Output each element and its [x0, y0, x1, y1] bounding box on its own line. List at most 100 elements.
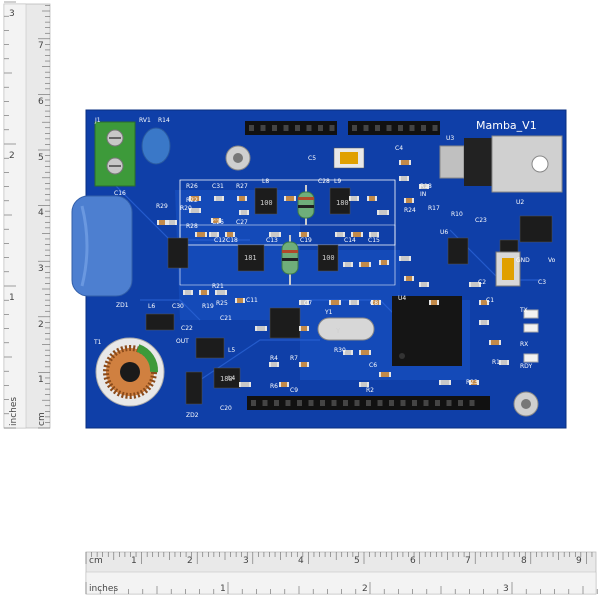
horizontal-ruler-cm-5: 5 — [354, 556, 360, 566]
smd-part — [196, 232, 206, 237]
silkscreen-label: Y1 — [324, 309, 333, 316]
silkscreen-label: C8 — [370, 300, 378, 307]
smd-part — [360, 262, 370, 267]
smd-part — [370, 232, 378, 237]
silkscreen-label: C3 — [538, 279, 546, 286]
silkscreen-label: R17 — [428, 205, 440, 212]
smd-chip — [254, 187, 278, 215]
smd-part — [470, 380, 478, 385]
resistor-1 — [297, 185, 315, 225]
vertical-ruler-inch-3: 3 — [9, 9, 15, 19]
smd-chip — [167, 237, 189, 269]
silkscreen-label: C14 — [344, 237, 356, 244]
silkscreen-label: C26 — [212, 219, 224, 226]
smd-part — [378, 210, 388, 215]
smd-part — [440, 380, 450, 385]
silkscreen-label: U6 — [440, 229, 448, 236]
horizontal-ruler-inch-3: 3 — [503, 584, 509, 594]
chip-marking: 181 — [244, 254, 257, 262]
silkscreen-label: C5 — [308, 155, 316, 162]
smd-part — [300, 362, 308, 367]
silkscreen-label: R23 — [466, 379, 478, 386]
smd-chip — [237, 244, 265, 272]
smd-part — [372, 300, 380, 305]
smd-part — [470, 282, 480, 287]
silkscreen-label: C12 — [214, 237, 226, 244]
smd-part — [400, 256, 410, 261]
silkscreen-label: T1 — [93, 339, 102, 346]
smd-part — [300, 232, 308, 237]
smd-part — [330, 300, 340, 305]
terminal-block — [94, 121, 136, 187]
crystal-marking: Y — [336, 327, 341, 335]
silkscreen-label: R25 — [216, 300, 228, 307]
silkscreen-label: U3 — [446, 135, 454, 142]
silkscreen-label: U2 — [516, 199, 524, 206]
silkscreen-label: U4 — [398, 295, 406, 302]
horizontal-ruler-unit-top: cm — [89, 556, 103, 566]
silkscreen-label: C22 — [181, 325, 193, 332]
silkscreen-label: C31 — [212, 183, 224, 190]
smd-part — [500, 360, 508, 365]
silkscreen-label: ZD2 — [186, 412, 199, 419]
smd-chip — [519, 215, 553, 243]
silkscreen-label: L8 — [262, 178, 269, 185]
smd-part — [480, 320, 488, 325]
silkscreen-label: C21 — [220, 315, 232, 322]
vertical-ruler-unit-top: inches — [9, 397, 19, 426]
silkscreen-label: C9 — [290, 387, 298, 394]
silkscreen-label: C28 — [318, 178, 330, 185]
smd-part — [336, 232, 344, 237]
smd-part — [190, 196, 200, 201]
crystal — [317, 317, 375, 341]
vertical-ruler-cm-4: 4 — [38, 208, 44, 218]
led — [523, 353, 539, 363]
silkscreen-label: R2 — [366, 387, 374, 394]
silkscreen-label: C18 — [226, 237, 238, 244]
voltage-regulator — [439, 135, 563, 193]
smd-part — [300, 326, 308, 331]
board-title: Mamba_V1 — [476, 119, 537, 132]
silkscreen-label: C2 — [478, 279, 486, 286]
smd-part — [380, 260, 388, 265]
silkscreen-label: R28 — [186, 223, 198, 230]
smd-part — [280, 382, 288, 387]
silkscreen-label: C4 — [395, 145, 403, 152]
smd-part — [360, 350, 370, 355]
silkscreen-label: OUT — [176, 338, 189, 345]
horizontal-ruler-cm-1: 1 — [131, 556, 137, 566]
silkscreen-label: Vo — [548, 257, 556, 264]
horizontal-ruler: cm inches 1 2 3 4 5 6 7 8 9 1 2 3 — [85, 551, 598, 595]
silkscreen-label: ZD1 — [116, 302, 129, 309]
vertical-ruler-cm-7: 7 — [38, 41, 44, 51]
smd-part — [400, 160, 410, 165]
silkscreen-label: R19 — [202, 303, 214, 310]
silkscreen-label: L9 — [334, 178, 341, 185]
smd-part — [344, 262, 352, 267]
silkscreen-label: C7 — [304, 300, 312, 307]
horizontal-ruler-cm-4: 4 — [298, 556, 304, 566]
silkscreen-label: C16 — [114, 190, 126, 197]
smd-part — [236, 298, 244, 303]
horizontal-ruler-cm-6: 6 — [410, 556, 416, 566]
silkscreen-label: R6 — [270, 383, 278, 390]
chip-marking: 100 — [322, 254, 335, 262]
silkscreen-label: RX — [520, 341, 528, 348]
smd-part — [240, 210, 248, 215]
smd-part — [270, 362, 278, 367]
silkscreen-label: R14 — [158, 117, 170, 124]
silkscreen-label: C11 — [246, 297, 258, 304]
smd-part — [168, 220, 176, 225]
silkscreen-label: R22 — [186, 197, 198, 204]
vertical-ruler-unit-bottom: cm — [37, 412, 47, 426]
vertical-ruler-inch-1: 1 — [9, 293, 15, 303]
horizontal-ruler-inch-2: 2 — [362, 584, 368, 594]
smd-part — [480, 300, 488, 305]
smd-part — [216, 290, 226, 295]
led — [523, 323, 539, 333]
vertical-ruler: inches cm 1 2 3 1 2 3 4 5 6 7 — [3, 1, 51, 429]
microcontroller — [392, 296, 462, 366]
smd-part — [380, 372, 390, 377]
